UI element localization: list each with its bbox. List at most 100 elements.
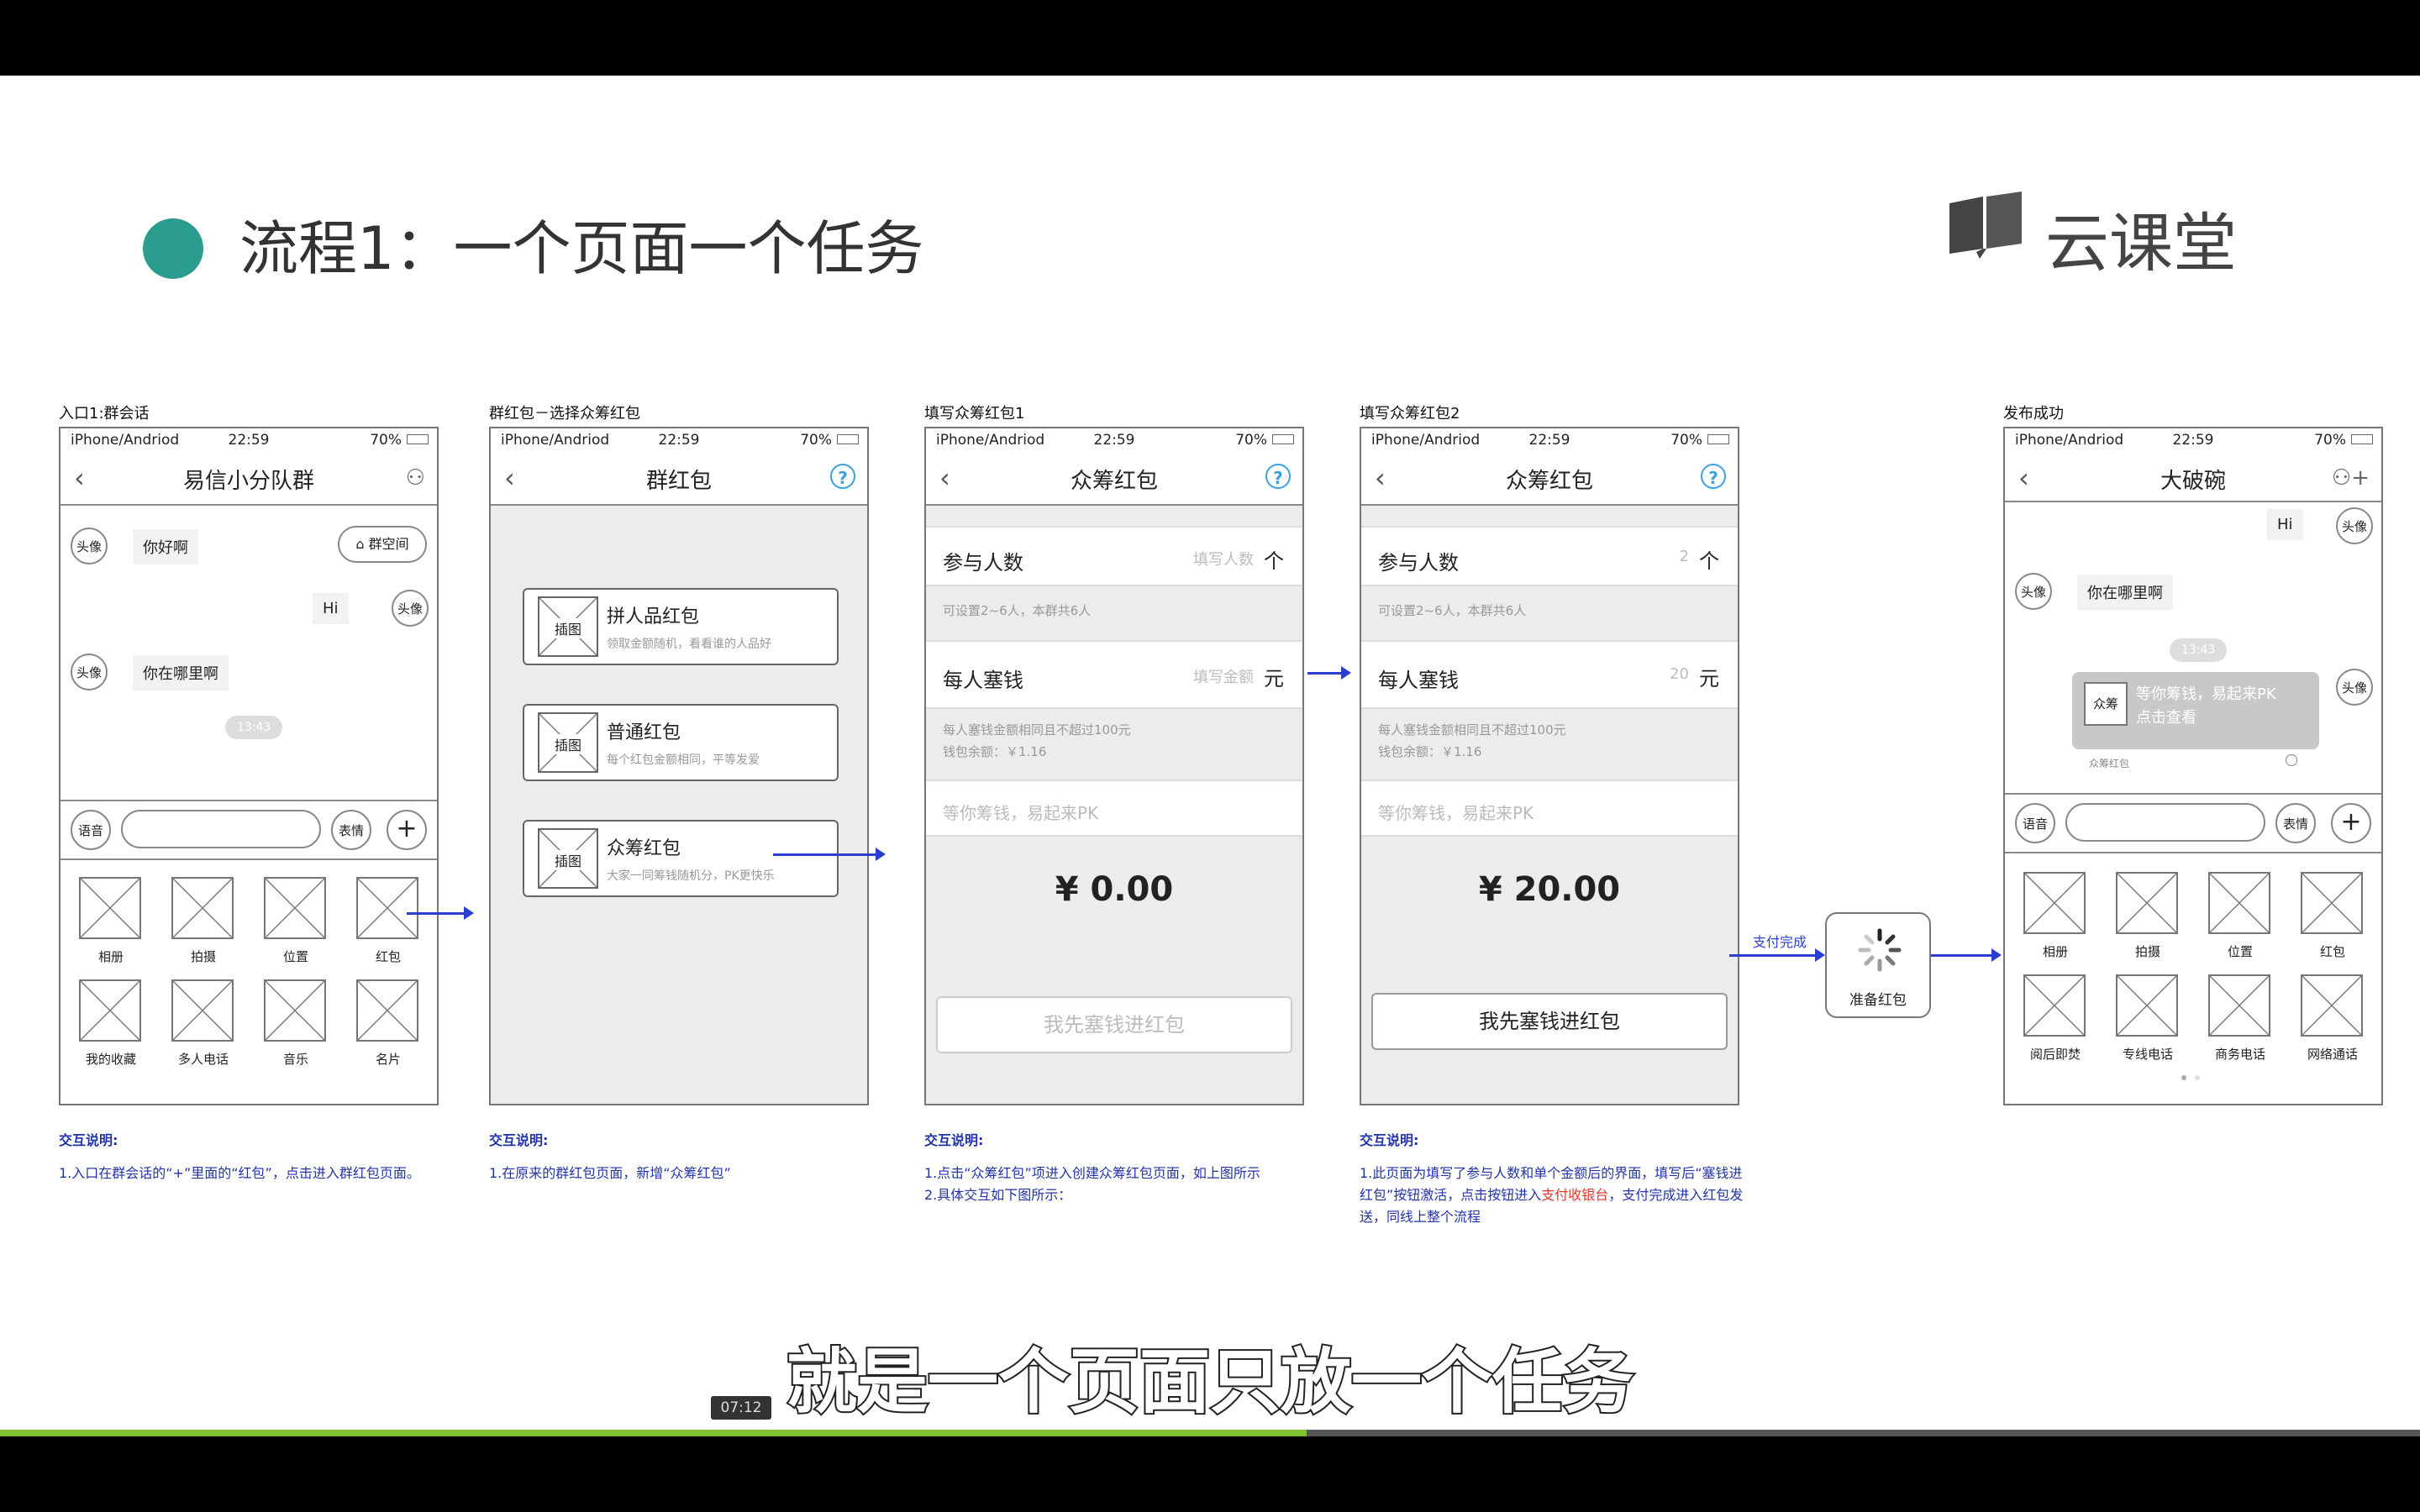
money-row[interactable]: 每人塞钱 20 元 — [1361, 640, 1738, 709]
back-icon[interactable]: ‹ — [939, 462, 950, 494]
grid-label: 相册 — [97, 949, 124, 964]
screen4-desc-part1: 1.此页面为填写了参与人数和单个金额后的界面，填写后“塞钱进红包”按钮激活，点击… — [1360, 1165, 1743, 1203]
back-icon[interactable]: ‹ — [74, 462, 85, 494]
avatar[interactable]: 头像 — [2336, 669, 2373, 706]
participants-input[interactable]: 填写人数 — [1193, 551, 1254, 569]
grid-item[interactable]: 红包 — [2301, 872, 2365, 960]
payment-done-label: 支付完成 — [1753, 934, 1807, 950]
grid-item[interactable]: 音乐 — [264, 979, 328, 1068]
back-icon[interactable]: ‹ — [2018, 462, 2029, 494]
avatar[interactable]: 头像 — [392, 590, 429, 627]
message-row[interactable]: 等你筹钱，易起来PK — [926, 780, 1302, 837]
pay-button[interactable]: 我先塞钱进红包 — [1371, 993, 1728, 1050]
timestamp: 13:43 — [225, 716, 283, 739]
clock: 22:59 — [228, 432, 270, 449]
placeholder-image — [2208, 872, 2270, 934]
participants-input[interactable]: 2 — [1679, 548, 1689, 565]
participants-row[interactable]: 参与人数 填写人数 个 — [926, 526, 1302, 586]
card-title: 等你筹钱，易起来PK — [2136, 685, 2276, 703]
progress-fill — [0, 1430, 1307, 1436]
grid-item[interactable]: 拍摄 — [171, 877, 235, 965]
help-icon[interactable]: ? — [830, 464, 855, 489]
placeholder-image — [356, 979, 418, 1042]
grid-label: 商务电话 — [2214, 1047, 2265, 1062]
emoji-button[interactable]: 表情 — [331, 810, 371, 850]
pay-button-disabled[interactable]: 我先塞钱进红包 — [936, 996, 1292, 1053]
grid-item[interactable]: 专线电话 — [2116, 974, 2180, 1063]
option-normal-packet[interactable]: 插图 普通红包 每个红包金额相同，平等发爱 — [523, 704, 839, 781]
plus-button[interactable]: + — [2331, 803, 2371, 843]
placeholder-image — [2301, 872, 2363, 934]
grid-item[interactable]: 相册 — [2023, 872, 2087, 960]
group-members-icon[interactable]: ⚇ — [405, 465, 425, 491]
avatar[interactable]: 头像 — [71, 654, 108, 690]
avatar[interactable]: 头像 — [2336, 507, 2373, 544]
grid-item[interactable]: 阅后即焚 — [2023, 974, 2087, 1063]
message-input[interactable] — [121, 810, 321, 848]
participants-unit: 个 — [1699, 549, 1719, 573]
clock: 22:59 — [658, 432, 700, 449]
message-row[interactable]: 等你筹钱，易起来PK — [1361, 780, 1738, 837]
slide-title: 流程1：一个页面一个任务 — [239, 214, 924, 283]
carrier: iPhone/Andriod — [936, 432, 1045, 449]
participants-row[interactable]: 参与人数 2 个 — [1361, 526, 1738, 586]
money-input[interactable]: 20 — [1670, 665, 1689, 683]
message-input[interactable]: 等你筹钱，易起来PK — [1378, 803, 1534, 823]
grid-label: 拍摄 — [2134, 944, 2160, 959]
grid-item-red-packet[interactable]: 红包 — [356, 877, 420, 965]
screen1-desc: 1.入口在群会话的“+”里面的“红包”，点击进入群红包页面。 — [59, 1165, 420, 1181]
grid-label: 网络通话 — [2307, 1047, 2358, 1062]
option-title: 拼人品红包 — [607, 606, 700, 627]
grid-item[interactable]: 位置 — [2208, 872, 2272, 960]
loading-label: 准备红包 — [1849, 992, 1907, 1009]
money-unit: 元 — [1699, 667, 1719, 690]
grid-item[interactable]: 网络通话 — [2301, 974, 2365, 1063]
screen2-desc-title: 交互说明: — [489, 1132, 549, 1148]
group-space-button[interactable]: ⌂ 群空间 — [338, 526, 427, 563]
avatar[interactable]: 头像 — [2015, 573, 2052, 610]
placeholder-image — [2116, 872, 2178, 934]
grid-item[interactable]: 我的收藏 — [79, 979, 143, 1068]
grid-item[interactable]: 拍摄 — [2116, 872, 2180, 960]
carrier: iPhone/Andriod — [71, 432, 180, 449]
nav-title: 易信小分队群 — [182, 469, 314, 494]
emoji-button[interactable]: 表情 — [2275, 803, 2316, 843]
option-lucky-packet[interactable]: 插图 拼人品红包 领取金额随机，看看谁的人品好 — [523, 588, 839, 665]
voice-button[interactable]: 语音 — [71, 810, 111, 850]
grid-item[interactable]: 多人电话 — [171, 979, 235, 1068]
nav-title: 众筹红包 — [1505, 469, 1593, 494]
back-icon[interactable]: ‹ — [1375, 462, 1386, 494]
message-input[interactable] — [2065, 803, 2265, 842]
flow-arrow — [1729, 948, 1825, 962]
grid-label: 多人电话 — [177, 1052, 229, 1067]
money-row[interactable]: 每人塞钱 填写金额 元 — [926, 640, 1302, 709]
add-user-icon[interactable]: ⚇+ — [2331, 465, 2370, 491]
grid-label: 相册 — [2042, 944, 2068, 959]
money-label: 每人塞钱 — [1378, 669, 1459, 692]
voice-button[interactable]: 语音 — [2015, 803, 2055, 843]
help-icon[interactable]: ? — [1701, 464, 1726, 489]
playback-time: 07:12 — [711, 1396, 771, 1420]
message-input[interactable]: 等你筹钱，易起来PK — [943, 803, 1099, 823]
battery-icon — [837, 434, 859, 444]
screen3-desc-title: 交互说明: — [924, 1132, 984, 1148]
plus-button[interactable]: + — [387, 810, 427, 850]
placeholder-image — [2023, 974, 2086, 1037]
grid-item[interactable]: 名片 — [356, 979, 420, 1068]
grid-item[interactable]: 商务电话 — [2208, 974, 2272, 1063]
screen2-caption: 群红包－选择众筹红包 — [489, 405, 640, 423]
crowdfund-message-card[interactable]: 众筹 等你筹钱，易起来PK 点击查看 — [2072, 672, 2319, 749]
grid-item[interactable]: 相册 — [79, 877, 143, 965]
option-crowdfund-packet[interactable]: 插图 众筹红包 大家一同筹钱随机分，PK更快乐 — [523, 820, 839, 897]
grid-item[interactable]: 位置 — [264, 877, 328, 965]
money-input[interactable]: 填写金额 — [1193, 669, 1254, 686]
image-label: 插图 — [539, 850, 597, 870]
help-icon[interactable]: ? — [1265, 464, 1291, 489]
battery-icon — [1272, 434, 1294, 444]
progress-bar[interactable] — [0, 1430, 2420, 1436]
money-label: 每人塞钱 — [943, 669, 1023, 692]
placeholder-image — [79, 877, 141, 939]
back-icon[interactable]: ‹ — [504, 462, 515, 494]
avatar[interactable]: 头像 — [71, 528, 108, 564]
book-icon — [1949, 192, 2022, 259]
